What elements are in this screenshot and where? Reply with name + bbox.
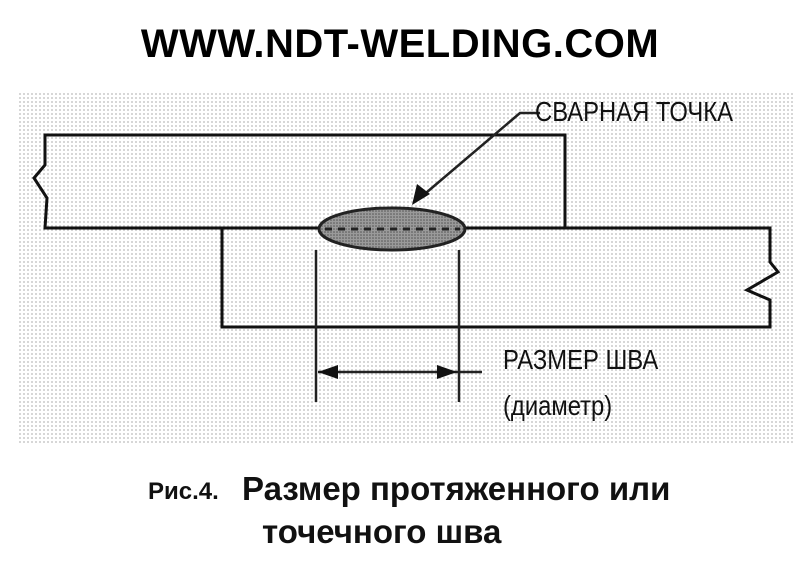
weld-spot-label: СВАРНАЯ ТОЧКА bbox=[535, 96, 733, 127]
dimension-arrow-left bbox=[318, 365, 338, 379]
figure-number: Рис.4. bbox=[148, 478, 219, 505]
weld-size-label: РАЗМЕР ШВА bbox=[503, 344, 659, 375]
site-watermark-title: WWW.NDT-WELDING.COM bbox=[140, 22, 660, 66]
leader-line bbox=[419, 111, 540, 199]
diameter-label: (диаметр) bbox=[503, 390, 613, 421]
leader-arrowhead bbox=[412, 184, 430, 205]
bottom-plate bbox=[220, 226, 781, 329]
dotted-background bbox=[18, 92, 793, 444]
top-plate bbox=[32, 133, 567, 230]
caption-line-2: точечного шва bbox=[262, 513, 502, 550]
caption-line-1: Размер протяженного или bbox=[242, 470, 671, 507]
dimension-arrow-right bbox=[437, 365, 457, 379]
